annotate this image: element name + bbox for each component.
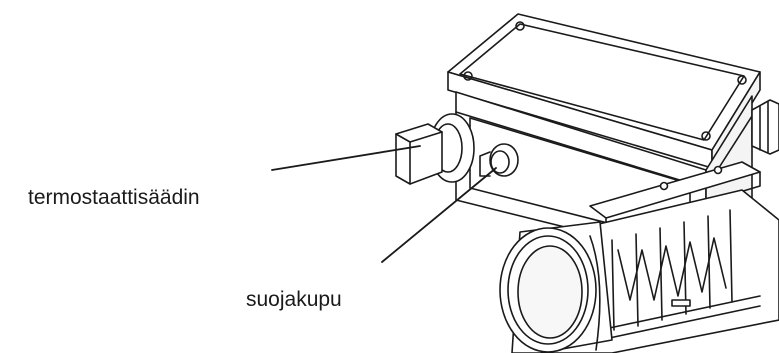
side-gland [751,99,779,155]
protective-cap-label: suojakupu [246,288,342,311]
thermostat-leader-line [271,145,421,171]
cap-leader-line [381,167,497,263]
thermostat-label: termostaattisäädin [28,186,200,209]
thermostat-knob [395,113,475,185]
pipe-socket [499,221,613,353]
